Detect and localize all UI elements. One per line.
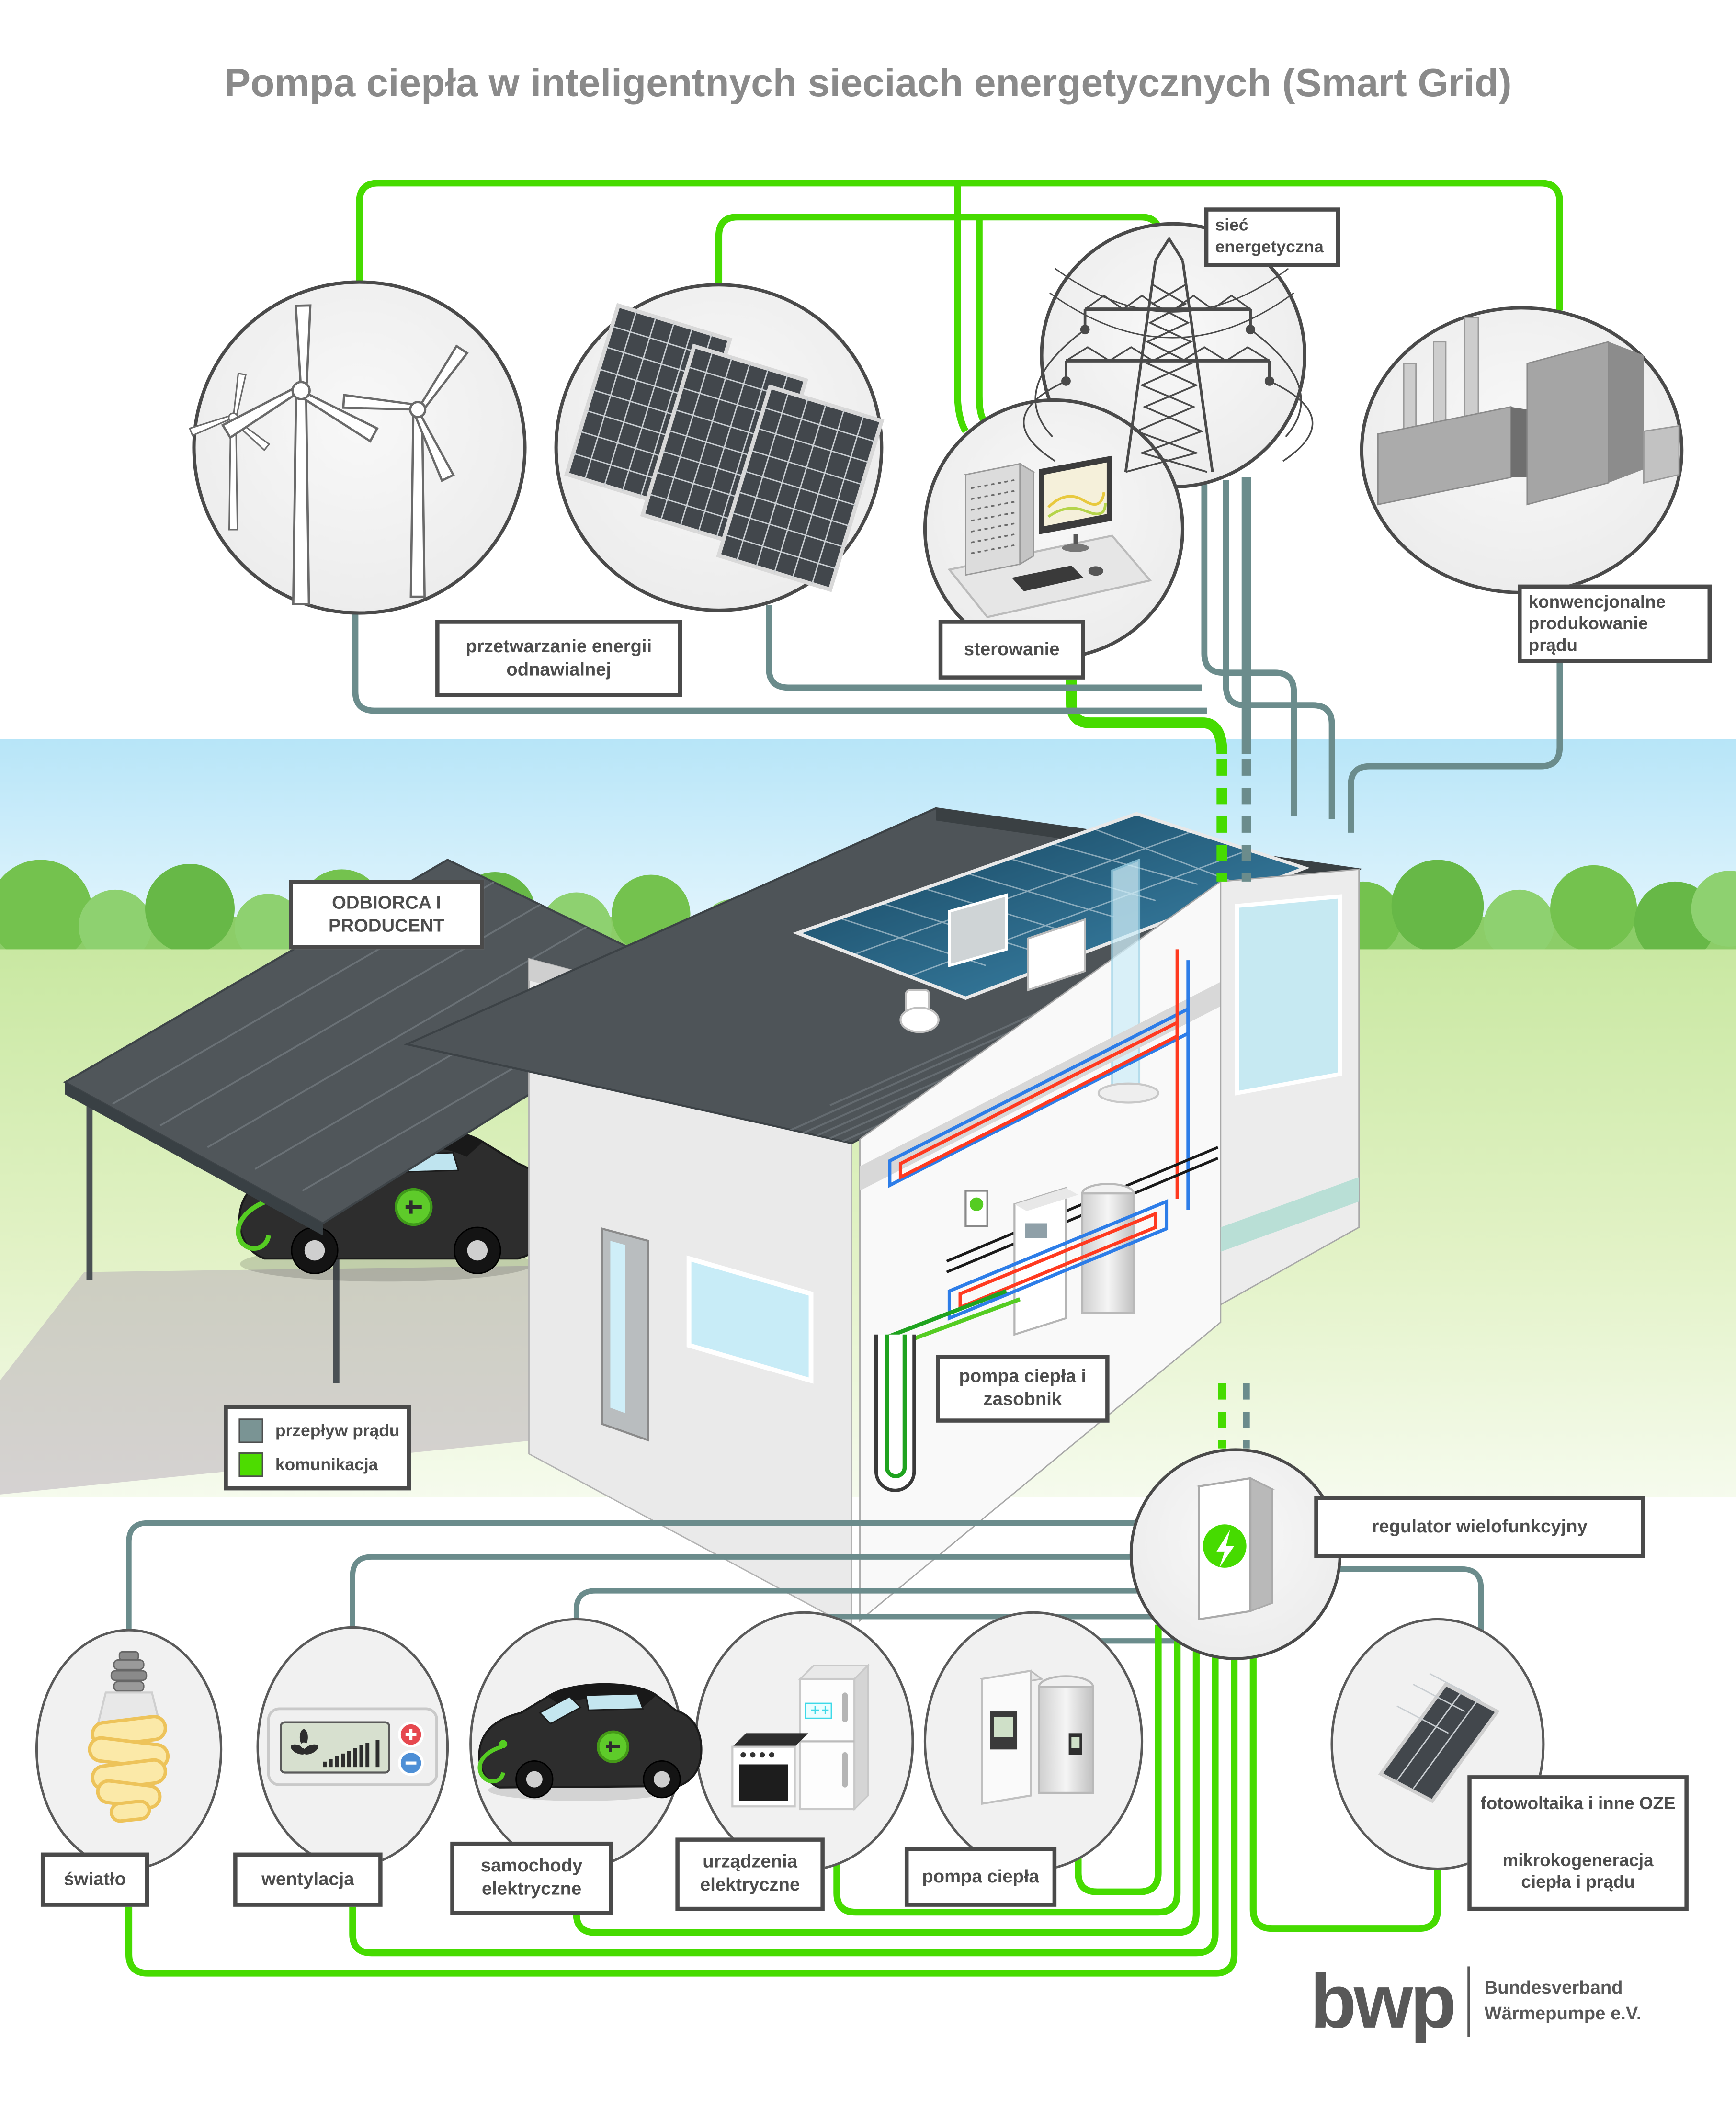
bathroom-mirror [948,893,1008,968]
consumer-producer-label: ODBIORCA I PRODUCENT [289,880,485,950]
solar-panels-icon [564,303,885,592]
gable-window [1235,894,1342,1096]
electric-cars-label: samochody elektryczne [450,1841,613,1915]
heat-pump-storage-label: pompa ciepła i zasobnik [936,1355,1110,1423]
page-title: Pompa ciepła w inteligentnych sieciach e… [224,62,1512,106]
charging-cable [236,1199,271,1251]
regulator-label: regulator wielofunkcyjny [1314,1496,1645,1559]
control-computer-icon [947,455,1152,618]
heat-pump-label: pompa ciepła [904,1847,1057,1907]
power-line-plant [1348,589,1563,833]
stove-top [732,1733,808,1747]
comm-bus-car [573,1650,1200,1936]
bwp-logo-divider [1467,1966,1471,2037]
power-reg-pv [1339,1566,1484,1644]
balcony-glass [1220,1177,1359,1252]
renewables-label: przetwarzanie energii odnawialnej [435,620,682,697]
floor-heating-blue-2 [947,1199,1169,1321]
power-line-wind [352,614,1207,714]
bathroom-vanity [1027,918,1086,992]
toilet [899,1007,940,1033]
ventilation-label: wentylacja [233,1852,383,1907]
ventilation-label-text: wentylacja [261,1868,354,1889]
house-interior [859,858,1222,1622]
connection-lines [125,180,1563,1977]
comm-bus-vent [349,1655,1219,1957]
house-right-gable [1220,868,1360,1306]
light-bulb-icon [88,1651,170,1823]
electric-car-icon [477,1683,703,1801]
power-line-solar [766,605,1202,691]
bwp-logo-abbr: bwp [1310,1958,1457,2044]
comm-branch-control-1 [954,183,969,433]
heat-pump-circle [923,1611,1144,1871]
regulator-label-text: regulator wielofunkcyjny [1372,1515,1588,1536]
comm-bus-appl [833,1641,1181,1916]
communication-label: komunikacja [275,1455,378,1474]
conventional-label: konwencjonalne produkowanie prądu [1518,584,1712,663]
grid-label: sieć energetyczna [1204,207,1340,267]
wallbox [964,1190,988,1227]
pv-microgen-label: fotowoltaika i inne OZE mikrokogeneracja… [1467,1775,1689,1911]
appliances-icon [731,1663,870,1812]
legend: przepływ prądu komunikacja [224,1405,411,1491]
power-flow-swatch [238,1418,263,1443]
window [686,1255,814,1384]
ventilation-control-icon [267,1707,438,1786]
power-grid-v2 [1223,480,1335,819]
wind-turbines-icon [189,304,469,606]
storage-tank [1038,1686,1094,1794]
microgen-label-text: mikrokogeneracja ciepła i prądu [1502,1849,1654,1892]
power-reg-vent [350,1554,1138,1631]
comm-bus-hp [1075,1624,1162,1895]
power-plant-icon [1377,317,1680,506]
power-grid-pylon-icon [1023,236,1314,473]
control-label-text: sterowanie [964,638,1060,659]
control-label: sterowanie [938,620,1085,680]
consumer-producer-text: ODBIORCA I PRODUCENT [329,892,445,935]
bwp-logo: bwp Bundesverband Wärmepumpe e.V. [1310,1958,1642,2044]
house-cutaway-illustration [63,807,1362,1629]
multifunction-regulator-icon [1196,1477,1275,1620]
heat-pump-label-text: pompa ciepła [922,1865,1039,1886]
bwp-logo-org: Bundesverband Wärmepumpe e.V. [1485,1976,1642,2028]
comm-bus-pv [1249,1657,1441,1932]
floor-heating-red-2 [958,1211,1157,1310]
comm-bus-light [125,1658,1238,1977]
heat-pump-storage-text: pompa ciepła i zasobnik [959,1366,1087,1409]
pv-label-text: fotowoltaika i inne OZE [1480,1792,1676,1813]
grid-label-text: sieć energetyczna [1215,216,1324,257]
power-flow-label: przepływ prądu [275,1421,400,1440]
conventional-label-text: konwencjonalne produkowanie prądu [1528,590,1666,656]
power-reg-car [573,1588,1141,1625]
legend-row-power: przepływ prądu [238,1418,400,1443]
renewable-wind-circle [192,280,527,615]
power-reg-light [126,1520,1146,1633]
electric-cars-text: samochody elektryczne [480,1855,583,1899]
light-label-text: światło [64,1868,126,1889]
bwp-org-line1: Bundesverband [1484,1977,1623,1998]
rooftop-solar-panel [793,812,1310,1000]
heat-pump-units-icon [980,1669,1094,1805]
fan-icon [291,1729,318,1755]
light-label: światło [40,1852,149,1907]
renewables-label-text: przetwarzanie energii odnawialnej [465,635,652,679]
bwp-org-line2: Wärmepumpe e.V. [1484,2003,1642,2024]
borehole-probe-icon [874,1289,1021,1492]
appliances-label-text: urządzenia elektryczne [700,1851,800,1895]
pv-panel-icon [1378,1673,1500,1803]
legend-row-comm: komunikacja [238,1452,396,1477]
communication-swatch [238,1452,263,1477]
appliances-label: urządzenia elektryczne [675,1837,825,1911]
